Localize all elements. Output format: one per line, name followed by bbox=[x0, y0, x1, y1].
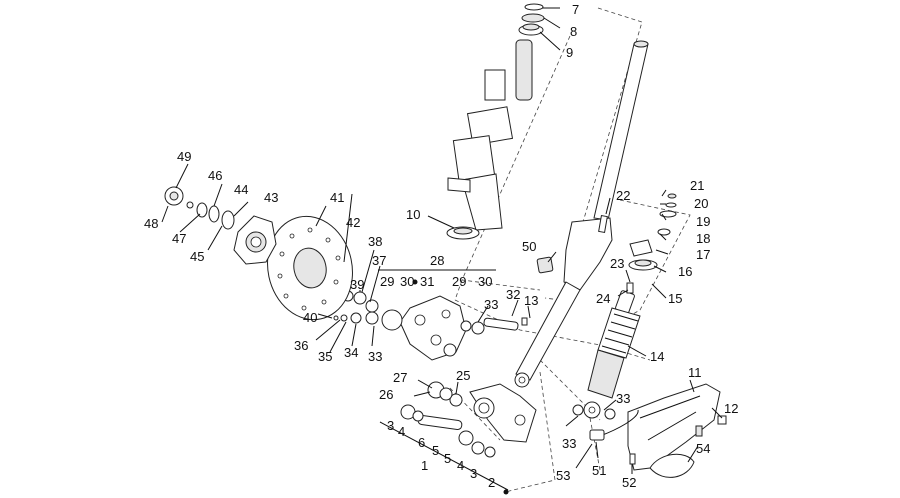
callout-32: 32 bbox=[506, 287, 520, 302]
callout-48: 48 bbox=[144, 216, 158, 231]
callout-38: 38 bbox=[368, 234, 382, 249]
callout-47: 47 bbox=[172, 231, 186, 246]
steering-column bbox=[447, 39, 533, 231]
callout-41: 41 bbox=[330, 190, 344, 205]
callout-44: 44 bbox=[234, 182, 248, 197]
fork-leg bbox=[514, 40, 649, 388]
callout-25: 25 bbox=[456, 368, 470, 383]
callout-22: 22 bbox=[616, 188, 630, 203]
callout-16: 16 bbox=[678, 264, 692, 279]
callout-5a: 5 bbox=[432, 443, 439, 458]
callout-14: 14 bbox=[650, 349, 664, 364]
callout-35: 35 bbox=[318, 349, 332, 364]
callout-15: 15 bbox=[668, 291, 682, 306]
callout-2: 2 bbox=[488, 475, 495, 490]
callout-33a: 33 bbox=[484, 297, 498, 312]
callout-45: 45 bbox=[190, 249, 204, 264]
callout-36: 36 bbox=[294, 338, 308, 353]
callout-3a: 3 bbox=[387, 418, 394, 433]
dust-cover bbox=[446, 226, 480, 240]
callout-24: 24 bbox=[596, 291, 610, 306]
callout-26: 26 bbox=[379, 387, 393, 402]
callout-33c: 33 bbox=[616, 391, 630, 406]
callout-9: 9 bbox=[566, 45, 573, 60]
callout-12: 12 bbox=[724, 401, 738, 416]
caliper-kit-bracket bbox=[378, 269, 509, 495]
callout-33d: 33 bbox=[562, 436, 576, 451]
callout-30b: 30 bbox=[478, 274, 492, 289]
head-bearing-rings bbox=[518, 3, 545, 36]
callout-6: 6 bbox=[418, 435, 425, 450]
callout-4b: 4 bbox=[457, 458, 464, 473]
shock-absorber bbox=[583, 290, 641, 419]
callout-30a: 30 bbox=[400, 274, 414, 289]
callout-51: 51 bbox=[592, 463, 606, 478]
callout-52: 52 bbox=[622, 475, 636, 490]
callout-28: 28 bbox=[430, 253, 444, 268]
callout-19: 19 bbox=[696, 214, 710, 229]
callout-23: 23 bbox=[610, 256, 624, 271]
callout-39: 39 bbox=[350, 277, 364, 292]
shock-top-mount-parts bbox=[598, 193, 677, 294]
wheel-hub bbox=[164, 186, 277, 265]
brake-caliper bbox=[333, 261, 528, 361]
callout-46: 46 bbox=[208, 168, 222, 183]
callout-4a: 4 bbox=[398, 424, 405, 439]
speed-sensor-cable bbox=[572, 404, 695, 478]
callout-40: 40 bbox=[303, 310, 317, 325]
callout-49: 49 bbox=[177, 149, 191, 164]
callout-43: 43 bbox=[264, 190, 278, 205]
callout-42: 42 bbox=[346, 215, 360, 230]
callout-27: 27 bbox=[393, 370, 407, 385]
callout-37: 37 bbox=[372, 253, 386, 268]
callout-labels: 1 2 3 3 4 4 5 5 6 7 8 9 10 11 12 13 14 1… bbox=[144, 2, 738, 490]
callout-54: 54 bbox=[696, 441, 710, 456]
callout-3b: 3 bbox=[470, 466, 477, 481]
callout-13: 13 bbox=[524, 293, 538, 308]
brake-disc bbox=[267, 215, 353, 321]
callout-1: 1 bbox=[421, 458, 428, 473]
callout-33b: 33 bbox=[368, 349, 382, 364]
callout-18: 18 bbox=[696, 231, 710, 246]
leader-lines bbox=[161, 7, 723, 474]
callout-7: 7 bbox=[572, 2, 579, 17]
pivot-hardware bbox=[400, 381, 496, 458]
callout-11: 11 bbox=[688, 365, 702, 380]
callout-17: 17 bbox=[696, 247, 710, 262]
callout-5b: 5 bbox=[444, 451, 451, 466]
callout-50: 50 bbox=[522, 239, 536, 254]
callout-34: 34 bbox=[344, 345, 358, 360]
callout-20: 20 bbox=[694, 196, 708, 211]
callout-21: 21 bbox=[690, 178, 704, 193]
swing-arm-link bbox=[469, 383, 537, 443]
callout-10: 10 bbox=[406, 207, 420, 222]
callout-31: 31 bbox=[420, 274, 434, 289]
callout-8: 8 bbox=[570, 24, 577, 39]
callout-29a: 29 bbox=[380, 274, 394, 289]
callout-53: 53 bbox=[556, 468, 570, 483]
callout-29b: 29 bbox=[452, 274, 466, 289]
brake-disc-holes bbox=[277, 227, 341, 311]
